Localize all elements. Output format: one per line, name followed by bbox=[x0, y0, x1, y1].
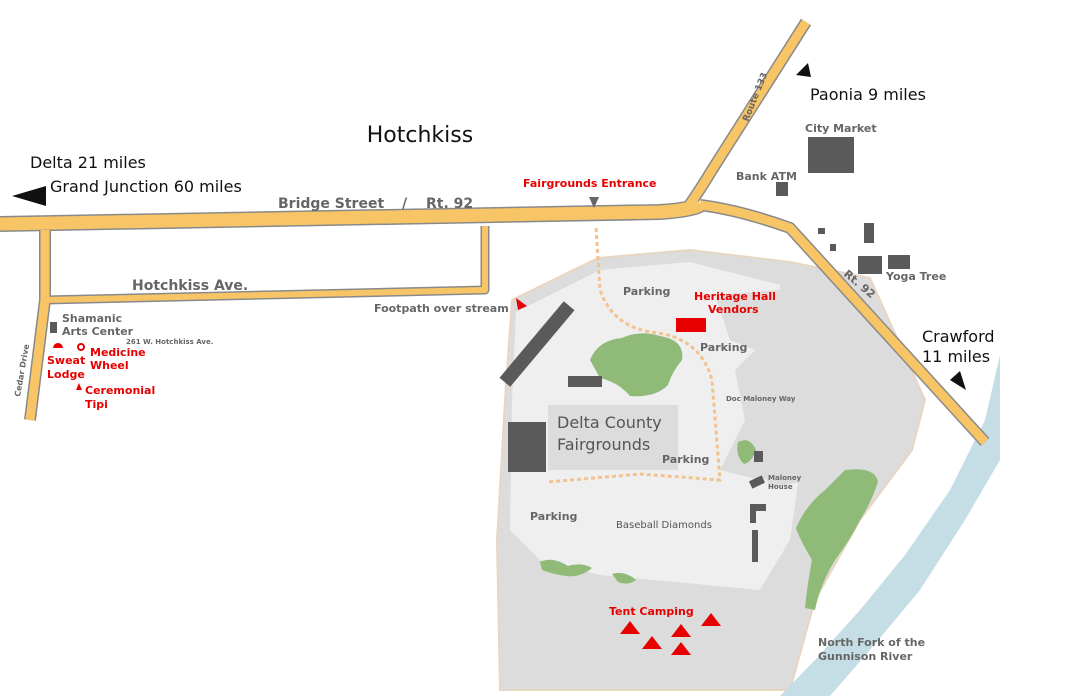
small-building-1 bbox=[818, 228, 825, 234]
route133-label: Route 133 bbox=[742, 71, 771, 123]
parking-label-ne: Parking bbox=[700, 341, 747, 354]
footpath-arrow-icon bbox=[516, 298, 527, 310]
crawford-label: Crawford bbox=[922, 327, 995, 346]
town-label: Hotchkiss bbox=[367, 123, 473, 148]
delta-label: Delta 21 miles bbox=[30, 153, 146, 172]
entrance-arrow-icon bbox=[589, 197, 599, 208]
tree-cluster-central bbox=[590, 333, 683, 397]
west-arrow-icon bbox=[12, 186, 46, 206]
wheel-label: Wheel bbox=[90, 359, 129, 372]
city-market-building bbox=[808, 137, 854, 173]
yoga-tree-building-1 bbox=[858, 256, 882, 274]
arena-building bbox=[508, 422, 546, 472]
maloney-label: Maloney bbox=[768, 474, 802, 482]
heritage-hall-building bbox=[676, 318, 706, 332]
barn-long bbox=[499, 301, 575, 387]
tent-markers bbox=[620, 613, 721, 655]
shed-long bbox=[752, 530, 758, 562]
shed-l-2 bbox=[750, 511, 756, 523]
building-rt92-1 bbox=[864, 223, 874, 243]
rt92-label: Rt. 92 bbox=[426, 196, 473, 212]
river-label-1: North Fork of the bbox=[818, 636, 925, 649]
bridge-street-label: Bridge Street bbox=[278, 196, 384, 212]
tent-camping-label: Tent Camping bbox=[609, 605, 694, 618]
small-building-2 bbox=[830, 244, 836, 251]
vendors-label: Vendors bbox=[708, 303, 759, 316]
yoga-tree-building-2 bbox=[888, 255, 910, 269]
tent-icon bbox=[642, 636, 662, 649]
bank-atm-label: Bank ATM bbox=[736, 170, 797, 183]
tree-cluster-south bbox=[540, 559, 592, 577]
ceremonial-label: Ceremonial bbox=[85, 384, 155, 397]
tree-groups bbox=[540, 333, 878, 610]
tree-cluster-river bbox=[796, 469, 878, 610]
hotchkiss-ave-label: Hotchkiss Ave. bbox=[132, 278, 248, 294]
parking-label-west: Parking bbox=[530, 510, 577, 523]
road-separator: / bbox=[402, 196, 408, 212]
arena-area bbox=[548, 405, 678, 470]
fairgrounds-name-2: Fairgrounds bbox=[557, 435, 650, 454]
parking-label-north: Parking bbox=[623, 285, 670, 298]
footpath-label: Footpath over stream bbox=[374, 302, 509, 315]
river bbox=[780, 355, 1000, 696]
city-market-label: City Market bbox=[805, 122, 877, 135]
address-label: 261 W. Hotchkiss Ave. bbox=[126, 338, 213, 346]
parking-lot-e bbox=[755, 405, 912, 488]
tent-icon bbox=[671, 642, 691, 655]
southeast-arrow-icon bbox=[950, 371, 966, 390]
tent-icon bbox=[701, 613, 721, 626]
parking-label-center: Parking bbox=[662, 453, 709, 466]
maloney-building-2 bbox=[748, 475, 766, 489]
shamanic-label: Shamanic bbox=[62, 312, 122, 325]
tent-icon bbox=[671, 624, 691, 637]
parking-lot-ne bbox=[715, 285, 900, 400]
river-label-2: Gunnison River bbox=[818, 650, 913, 663]
maloney-house-label: House bbox=[768, 483, 793, 491]
tree-cluster-small bbox=[612, 572, 636, 584]
fairgrounds-entrance-label: Fairgrounds Entrance bbox=[523, 177, 657, 190]
arts-center-label: Arts Center bbox=[62, 325, 134, 338]
doc-maloney-way-label: Doc Maloney Way bbox=[726, 395, 796, 403]
tree-cluster-maloney bbox=[737, 440, 756, 464]
shed-l-1 bbox=[750, 504, 766, 511]
crawford-miles-label: 11 miles bbox=[922, 347, 990, 366]
heritage-hall-label: Heritage Hall bbox=[694, 290, 776, 303]
yoga-tree-label: Yoga Tree bbox=[885, 270, 946, 283]
bank-atm-building bbox=[776, 182, 788, 196]
tipi-label: Tipi bbox=[85, 398, 108, 411]
roads bbox=[0, 18, 990, 447]
tipi-icon bbox=[76, 383, 82, 390]
medicine-wheel-icon bbox=[77, 343, 85, 351]
sweat-label: Sweat bbox=[47, 354, 85, 367]
barn-side bbox=[568, 376, 602, 387]
lodge-label: Lodge bbox=[47, 368, 85, 381]
medicine-label: Medicine bbox=[90, 346, 146, 359]
sweat-lodge-icon bbox=[53, 343, 63, 348]
baseball-diamonds-label: Baseball Diamonds bbox=[616, 520, 712, 531]
grand-junction-label: Grand Junction 60 miles bbox=[50, 177, 242, 196]
footpaths bbox=[547, 227, 722, 484]
buildings bbox=[50, 137, 910, 562]
shamanic-building bbox=[50, 322, 57, 333]
tent-icon bbox=[620, 621, 640, 634]
maloney-building-1 bbox=[754, 451, 763, 462]
fairgrounds-name-1: Delta County bbox=[557, 413, 662, 432]
paonia-label: Paonia 9 miles bbox=[810, 85, 926, 104]
north-arrow-icon bbox=[796, 63, 811, 77]
